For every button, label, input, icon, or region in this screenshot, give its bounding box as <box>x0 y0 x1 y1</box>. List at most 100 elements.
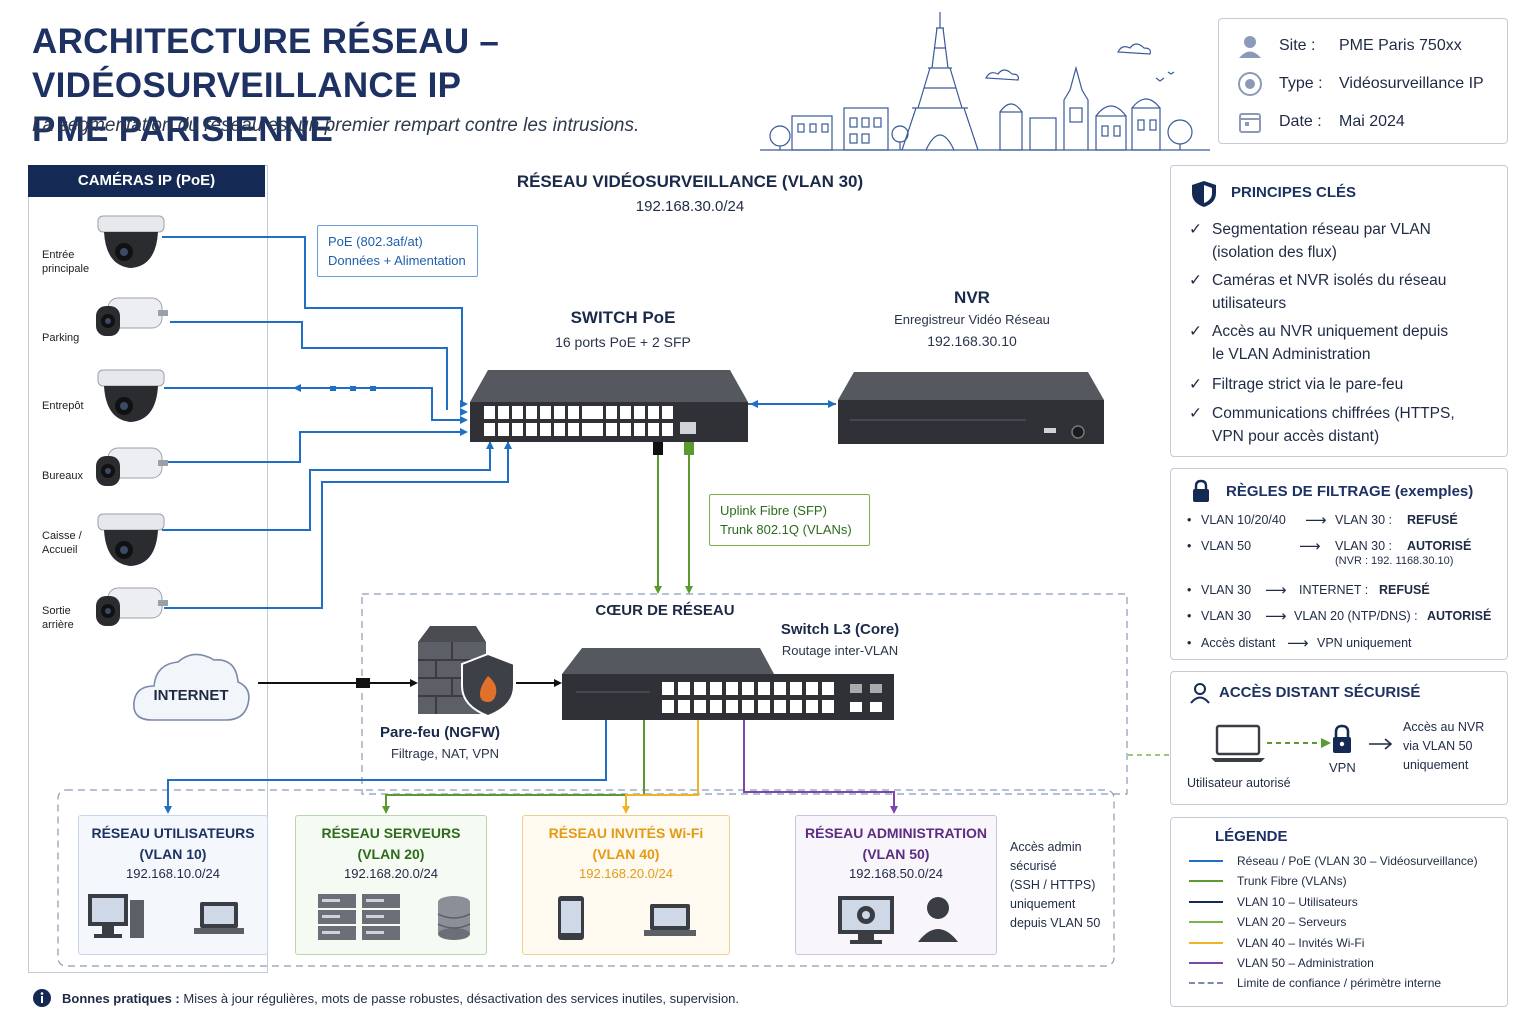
principe-line-2: VPN pour accès distant) <box>1212 428 1380 445</box>
rule-destination: INTERNET : <box>1299 583 1369 597</box>
core-switch-subtitle: Routage inter-VLAN <box>781 643 899 658</box>
principe-line-1: Caméras et NVR isolés du réseau <box>1212 272 1447 289</box>
remote-title: ACCÈS DISTANT SÉCURISÉ <box>1219 684 1421 701</box>
bullet-camera-icon <box>96 447 168 486</box>
camera-label: Parking <box>42 332 80 344</box>
principe-line-2: (isolation des flux) <box>1212 244 1337 261</box>
shield-icon <box>1192 181 1216 207</box>
rule-extra: (NVR : 192. 1168.30.10) <box>1335 555 1454 567</box>
user-icon <box>1190 683 1210 704</box>
arrow-right-icon: ⟶ <box>1299 538 1321 555</box>
segment-title: RÉSEAU UTILISATEURS <box>91 825 255 841</box>
rule-action: AUTORISÉ <box>1407 539 1472 553</box>
cameras-header: CAMÉRAS IP (PoE) <box>28 165 265 197</box>
admin-note-line: uniquement <box>1010 897 1076 911</box>
site-value: PME Paris 750xx <box>1339 37 1462 54</box>
legend-title: LÉGENDE <box>1215 828 1288 845</box>
footer-best-practices: Bonnes pratiques : Mises à jour régulièr… <box>32 988 739 1008</box>
rule-action: REFUSÉ <box>1379 583 1430 597</box>
filter-rule-row: •VLAN 30⟶INTERNET :REFUSÉ <box>1187 582 1507 603</box>
nvr-title: NVR <box>954 288 990 307</box>
camera-lens-icon <box>1238 72 1262 96</box>
bullet-icon: • <box>1187 583 1192 597</box>
legend-item: VLAN 10 – Utilisateurs <box>1189 895 1358 909</box>
camera-label: Entrepôt <box>42 400 84 412</box>
legend-panel: LÉGENDE Réseau / PoE (VLAN 30 – Vidéosur… <box>1170 817 1508 1007</box>
segment-title: RÉSEAU INVITÉS Wi-Fi <box>548 825 704 841</box>
uplink-callout-line-2: Trunk 802.1Q (VLANs) <box>720 522 852 537</box>
info-site-row: Site : PME Paris 750xx <box>1237 33 1462 59</box>
rule-source: VLAN 10/20/40 <box>1201 513 1286 527</box>
legend-item: Réseau / PoE (VLAN 30 – Vidéosurveillanc… <box>1189 854 1478 868</box>
camera-label: Sortie arrière <box>42 605 74 631</box>
legend-line-swatch <box>1189 982 1223 985</box>
principe-item: ✓Segmentation réseau par VLAN(isolation … <box>1189 218 1509 264</box>
core-switch-l3-icon <box>562 648 894 720</box>
segment-vlan: (VLAN 50) <box>862 846 930 862</box>
vlan30-title: RÉSEAU VIDÉOSURVEILLANCE (VLAN 30) <box>516 172 864 191</box>
remote-access-line-1: Accès au NVR <box>1403 720 1485 734</box>
core-perimeter <box>361 593 1128 795</box>
page-subtitle: La segmentation du réseau est un premier… <box>32 115 640 136</box>
internet-label: INTERNET <box>153 687 229 704</box>
project-info-box: Site : PME Paris 750xx Type : Vidéosurve… <box>1218 18 1508 144</box>
segment-vlan: (VLAN 10) <box>139 846 207 862</box>
nvr-subtitle: Enregistreur Vidéo Réseau <box>894 312 1050 327</box>
arrow-right-icon: ⟶ <box>1265 582 1287 599</box>
legend-label: Réseau / PoE (VLAN 30 – Vidéosurveillanc… <box>1237 854 1478 868</box>
principe-line-1: Filtrage strict via le pare-feu <box>1212 376 1404 393</box>
check-icon: ✓ <box>1189 272 1202 289</box>
check-icon: ✓ <box>1189 405 1202 422</box>
firewall-icon <box>418 626 515 718</box>
firewall-title: Pare-feu (NGFW) <box>380 724 500 741</box>
rule-source: VLAN 30 <box>1201 609 1252 623</box>
internet-cloud-icon <box>133 653 250 721</box>
segment-title: RÉSEAU SERVEURS <box>321 825 461 841</box>
site-label: Site : <box>1279 37 1316 54</box>
principe-item: ✓ Communications chiffrées (HTTPS, VPN pou… <box>1189 402 1509 448</box>
switch-poe-title: SWITCH PoE <box>570 308 676 327</box>
firewall-subtitle: Filtrage, NAT, VPN <box>390 746 500 761</box>
title-line-2: PME PARISIENNE <box>32 110 334 149</box>
admin-workstation-icons <box>838 896 958 944</box>
bullet-icon: • <box>1187 636 1192 650</box>
arrow-right-icon: ⟶ <box>1305 512 1327 529</box>
bullet-icon: • <box>1187 539 1192 553</box>
footer-bold: Bonnes pratiques : <box>62 990 180 1006</box>
rule-action: AUTORISÉ <box>1427 609 1492 623</box>
rule-destination: VLAN 30 : <box>1335 513 1392 527</box>
bullet-icon: • <box>1187 609 1192 623</box>
bullet-icon: • <box>1187 513 1192 527</box>
uplink-callout-line-1: Uplink Fibre (SFP) <box>720 503 827 518</box>
admin-note-line: (SSH / HTTPS) <box>1010 878 1096 892</box>
desktop-laptop-icons <box>88 894 244 938</box>
lock-icon <box>1193 479 1209 502</box>
rule-source: VLAN 50 <box>1201 539 1252 553</box>
date-value: Mai 2024 <box>1339 113 1405 130</box>
phone-laptop-icons <box>558 896 696 940</box>
vlan30-subnet: 192.168.30.0/24 <box>635 198 745 215</box>
principe-line-1: Communications chiffrées (HTTPS, <box>1212 405 1455 422</box>
legend-line-swatch <box>1189 900 1223 903</box>
remote-access-panel: ACCÈS DISTANT SÉCURISÉ Utilisateur autor… <box>1170 671 1508 805</box>
camera-label: Entrée principale <box>42 249 90 275</box>
segment-subnet: 192.168.20.0/24 <box>344 866 438 881</box>
rule-action: REFUSÉ <box>1407 513 1458 527</box>
filter-rule-row: •Accès distant⟶VPN uniquement <box>1187 635 1507 656</box>
arrow-right-icon: ⟶ <box>1265 608 1287 625</box>
filter-rule-row: • VLAN 50 ⟶ VLAN 30 : AUTORISÉ (NVR : 192. 11… <box>1187 538 1507 567</box>
title-line-1: ARCHITECTURE RÉSEAU – VIDÉOSURVEILLANCE … <box>32 22 500 105</box>
rule-destination: VLAN 30 : <box>1335 539 1392 553</box>
nvr-recorder-icon <box>838 372 1104 444</box>
core-switch-ports <box>662 682 882 713</box>
regles-panel: RÈGLES DE FILTRAGE (exemples) •VLAN 10/2… <box>1170 468 1508 660</box>
segment-vlan: (VLAN 40) <box>592 846 660 862</box>
poe-callout-line-1: PoE (802.3af/at) <box>328 234 423 249</box>
remote-access-line-3: uniquement <box>1403 758 1469 772</box>
segment-title: RÉSEAU ADMINISTRATION <box>805 825 987 841</box>
vpn-lock-icon <box>1333 724 1351 753</box>
principe-line-1: Accès au NVR uniquement depuis <box>1212 323 1449 340</box>
bullet-camera-icon <box>96 297 168 336</box>
